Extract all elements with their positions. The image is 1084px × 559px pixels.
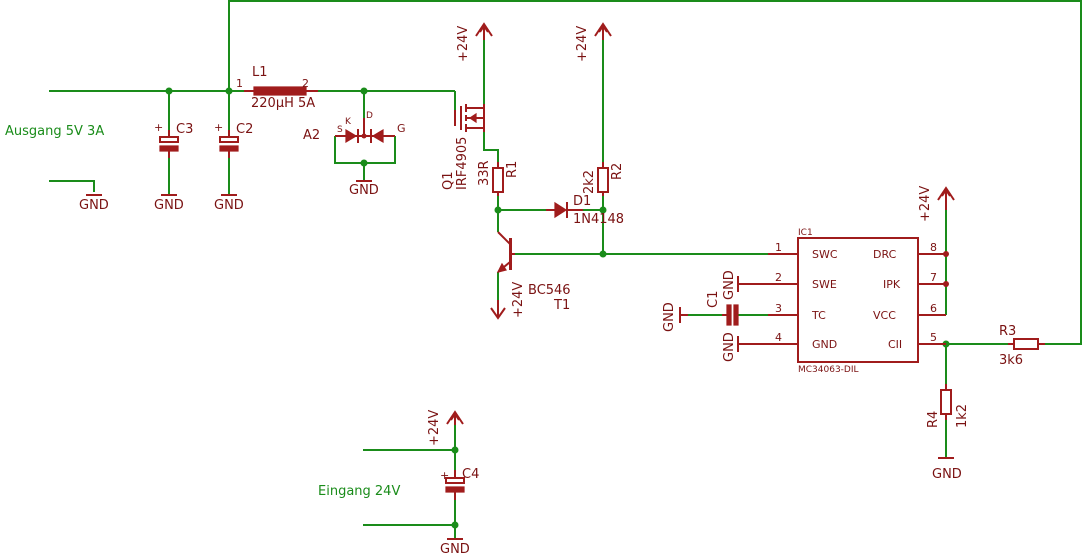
ic1-pin1-num: 1 [775, 241, 782, 254]
diode-d1-symbol [546, 201, 583, 219]
r3-value: 3k6 [999, 353, 1023, 368]
ic1-value: MC34063-DIL [798, 365, 859, 375]
d1-name: D1 [573, 194, 591, 209]
capacitor-c2-symbol: + [214, 121, 239, 158]
ic1-pin7-num: 7 [930, 271, 937, 284]
gnd-label-r4: GND [932, 467, 962, 482]
ic1-pin2-label: SWE [812, 278, 837, 291]
resistor-r4-symbol [940, 384, 952, 420]
r4-name: R4 [926, 411, 941, 428]
gnd-label-c3: GND [154, 198, 184, 213]
gnd-label-pin4: GND [722, 332, 737, 362]
t1-value: BC546 [528, 283, 571, 298]
r3-name: R3 [999, 324, 1016, 339]
wires [49, 0, 1082, 538]
ic1-pin4-label: GND [812, 338, 837, 351]
t1-name: T1 [553, 298, 570, 313]
supply-arrows [446, 22, 955, 425]
capacitor-c4-symbol: + [440, 469, 465, 500]
transistor-q1-symbol [454, 104, 485, 132]
ic1-pin2-num: 2 [775, 271, 782, 284]
a2-pin-k: K [345, 117, 352, 127]
ic1-pin8-label: DRC [873, 248, 897, 261]
q1-name: Q1 [441, 171, 456, 190]
diode-a2-symbol [335, 118, 395, 144]
inductor-l1-symbol [244, 86, 318, 96]
c3-name: C3 [176, 122, 193, 137]
l1-pin1: 1 [236, 77, 243, 90]
gnd-label-c4: GND [440, 542, 470, 557]
ic1-pin6-num: 6 [930, 302, 937, 315]
ic1-pin4-num: 4 [775, 331, 782, 344]
a2-pin-s: S [337, 125, 343, 135]
resistor-r1-symbol [492, 162, 504, 196]
supply-label-r2: +24V [575, 26, 590, 62]
l1-pin2: 2 [302, 77, 309, 90]
svg-text:+: + [154, 121, 163, 134]
c2-name: C2 [236, 122, 253, 137]
ic1-name: IC1 [798, 228, 813, 238]
c1-name: C1 [706, 291, 721, 308]
capacitor-c3-symbol: + [154, 121, 179, 158]
ic1-pin1-label: SWC [812, 248, 838, 261]
a2-name: A2 [303, 128, 320, 143]
supply-label-q1: +24V [456, 26, 471, 62]
ground-arrow-symbol [490, 300, 506, 320]
gnd-label-pin2: GND [722, 270, 737, 300]
ic1-pin6-label: VCC [873, 309, 896, 322]
l1-value: 220µH 5A [251, 96, 315, 111]
ic1-body [738, 237, 946, 363]
ic1-pin5-label: CII [888, 338, 902, 351]
gnd-label-c2: GND [214, 198, 244, 213]
c4-name: C4 [462, 467, 479, 482]
ic1-pin5-num: 5 [930, 331, 937, 344]
d1-value: 1N4148 [573, 212, 624, 227]
r1-value: 33R [477, 160, 492, 186]
input-net-label: Eingang 24V [318, 484, 400, 499]
svg-text:+: + [440, 469, 449, 482]
ground-symbols [86, 180, 954, 540]
r1-name: R1 [505, 161, 520, 178]
ic1-pin8-num: 8 [930, 241, 937, 254]
capacitor-c1-symbol [722, 304, 739, 326]
resistor-r3-symbol [1008, 338, 1045, 350]
gnd-label-a2: GND [349, 183, 379, 198]
r4-value: 1k2 [955, 404, 970, 428]
supply-label-t1: +24V [511, 282, 526, 318]
svg-text:+: + [214, 121, 223, 134]
output-net-label: Ausgang 5V 3A [5, 124, 104, 139]
ic1-pin3-label: TC [811, 309, 826, 322]
supply-label-ic: +24V [918, 186, 933, 222]
transistor-t1-symbol [496, 231, 515, 273]
resistor-r2-symbol [597, 162, 609, 196]
gnd-label-c1: GND [662, 302, 677, 332]
a2-pin-g: G [397, 122, 406, 135]
supply-label-c4: +24V [427, 410, 442, 446]
r2-name: R2 [610, 163, 625, 180]
gnd-label-out: GND [79, 198, 109, 213]
ic1-pin3-num: 3 [775, 302, 782, 315]
q1-value: IRF4905 [455, 137, 470, 190]
a2-pin-d: D [366, 111, 373, 121]
r2-value: 2k2 [582, 170, 597, 194]
ic1-pin7-label: IPK [883, 278, 901, 291]
l1-name: L1 [252, 65, 268, 80]
